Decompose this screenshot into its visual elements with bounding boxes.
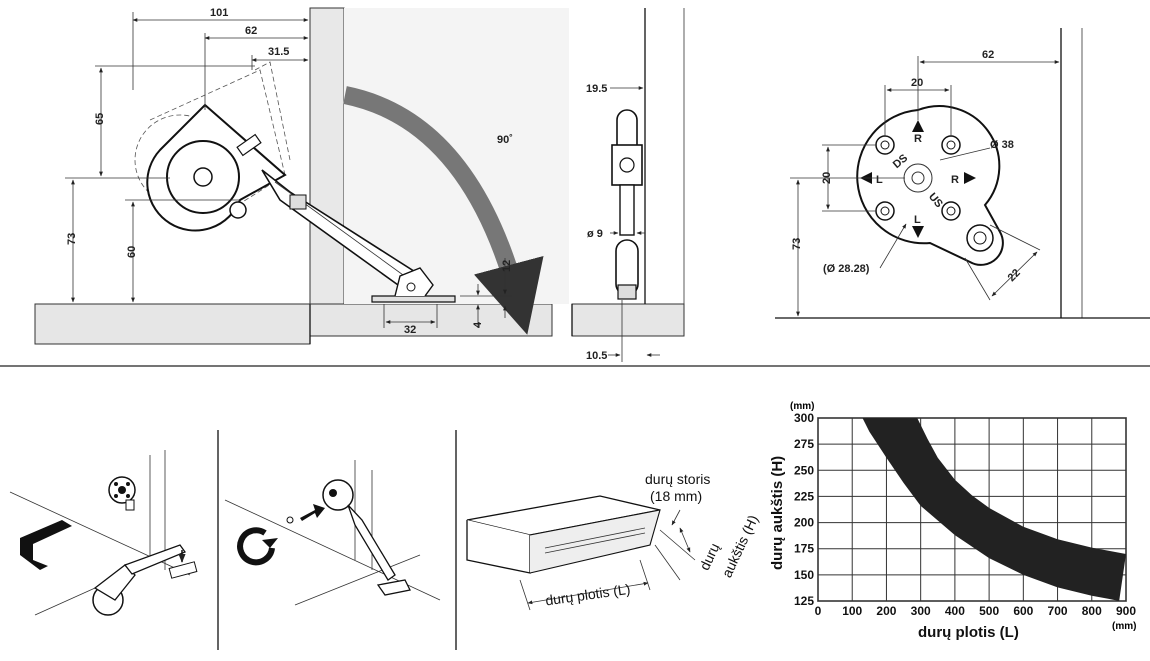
dim-73-side: 73 — [66, 233, 78, 245]
dim-65: 65 — [94, 113, 106, 125]
dim-4: 4 — [472, 321, 484, 328]
strut-illustration — [322, 479, 411, 596]
dim-28-28: (Ø 28.28) — [823, 263, 870, 275]
chart-x-tick-5: 500 — [979, 604, 999, 618]
door-height-label-2: aukštis (H) — [718, 512, 761, 579]
front-view-panel: 19.5 ø 9 10.5 — [571, 8, 685, 362]
plate-letter-r-right: R — [951, 174, 959, 186]
step-install-panel — [9, 450, 198, 616]
side-view-panel: 90˚ 101 62 31.5 65 73 60 32 12 4 — [34, 7, 569, 345]
door-height-label-1: durų — [696, 540, 722, 572]
door-width-label: durų plotis (L) — [544, 581, 631, 609]
plate-letter-r-top: R — [914, 133, 922, 145]
door-dimension-sketch: durų plotis (L) durų aukštis (H) durų st… — [466, 471, 761, 611]
plate-letter-l-left: L — [876, 174, 883, 186]
chart-y-tick-1: 150 — [794, 568, 814, 582]
dim-62-plate: 62 — [982, 49, 994, 61]
dim-9: ø 9 — [587, 228, 603, 240]
dim-32: 32 — [404, 324, 416, 336]
chart-x-tick-6: 600 — [1013, 604, 1033, 618]
mounting-plate-illustration — [108, 476, 136, 511]
mounting-plate-panel: R R L L DS US 62 20 20 Ø 38 73 (Ø 28.28)… — [775, 28, 1150, 319]
door-thickness-label: durų storis — [645, 471, 710, 487]
opening-angle-label: 90˚ — [497, 134, 513, 146]
chart-y-tick-3: 200 — [794, 516, 814, 530]
chart-x-label: durų plotis (L) — [918, 624, 1019, 641]
chart-series-band — [862, 418, 1126, 601]
step-rotate-panel — [224, 460, 441, 606]
dim-101: 101 — [210, 7, 228, 19]
hinge-arm-illustration — [92, 544, 198, 616]
plate-letter-l-bottom: L — [914, 214, 921, 226]
dim-20-top: 20 — [911, 77, 923, 89]
chart-y-unit: (mm) — [790, 401, 814, 412]
chart-x-tick-3: 300 — [911, 604, 931, 618]
chart-x-unit: (mm) — [1112, 621, 1136, 632]
l-shape-arrow-icon — [20, 520, 72, 570]
dim-10-5: 10.5 — [586, 350, 607, 362]
chart-x-tick-7: 700 — [1048, 604, 1068, 618]
chart-x-tick-8: 800 — [1082, 604, 1102, 618]
dim-60: 60 — [126, 246, 138, 258]
chart-x-tick-2: 200 — [876, 604, 896, 618]
chart-y-tick-7: 300 — [794, 411, 814, 425]
dim-19-5: 19.5 — [586, 83, 607, 95]
chart-y-tick-5: 250 — [794, 463, 814, 477]
chart-y-tick-2: 175 — [794, 542, 814, 556]
chart-x-tick-0: 0 — [815, 604, 822, 618]
rotate-arrow-icon — [237, 527, 275, 566]
chart-x-tick-1: 100 — [842, 604, 862, 618]
dim-62-side: 62 — [245, 25, 257, 37]
chart-y-tick-0: 125 — [794, 594, 814, 608]
weight-range-chart: 0 100 200 300 400 500 600 700 800 900 125 150 175 20… — [769, 401, 1136, 641]
chart-x-tick-9: 900 — [1116, 604, 1136, 618]
chart-x-tick-4: 400 — [945, 604, 965, 618]
dim-38: Ø 38 — [990, 139, 1014, 151]
dim-31-5: 31.5 — [268, 46, 289, 58]
insert-arrow-icon — [300, 504, 325, 521]
chart-y-tick-6: 275 — [794, 437, 814, 451]
chart-y-label: durų aukštis (H) — [769, 456, 786, 570]
dim-12: 12 — [501, 260, 513, 272]
chart-y-tick-4: 225 — [794, 489, 814, 503]
door-thickness-value: (18 mm) — [650, 488, 702, 504]
dim-22: 22 — [1006, 267, 1023, 284]
dim-73-plate: 73 — [791, 238, 803, 250]
